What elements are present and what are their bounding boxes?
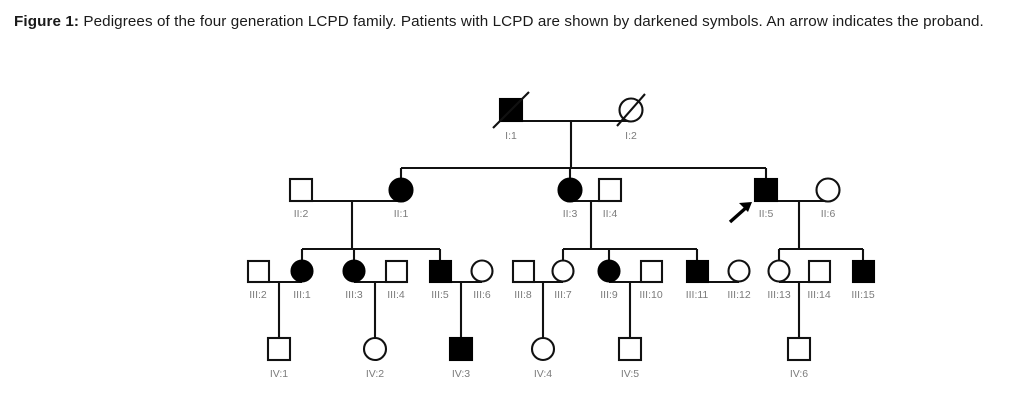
figure-caption-text: Pedigrees of the four generation LCPD fa… [79, 13, 984, 30]
individual-symbol-IV1-male-unaffected[interactable] [266, 336, 292, 362]
individual-symbol-IV6-male-unaffected[interactable] [786, 336, 812, 362]
individual-label-II4: II:4 [603, 208, 618, 220]
individual-label-III4: III:4 [387, 289, 405, 301]
pedigree-connectors [258, 119, 865, 338]
individual-symbol-II3-female-affected[interactable] [557, 177, 583, 203]
individual-symbol-III10-male-unaffected[interactable] [639, 259, 664, 284]
figure-caption: Figure 1: Pedigrees of the four generati… [14, 6, 1024, 37]
individual-label-IV5: IV:5 [621, 368, 639, 380]
individual-label-III10: III:10 [639, 289, 663, 301]
individual-symbol-III12-female-unaffected[interactable] [727, 259, 751, 283]
individual-symbol-III11-male-affected[interactable] [685, 259, 710, 284]
individual-label-II3: II:3 [563, 208, 578, 220]
individual-label-IV3: IV:3 [452, 368, 470, 380]
individual-symbol-IV2-female-unaffected[interactable] [362, 336, 388, 362]
individual-label-III15: III:15 [851, 289, 875, 301]
individual-label-III6: III:6 [473, 289, 491, 301]
individual-symbol-IV4-female-unaffected[interactable] [530, 336, 556, 362]
individual-label-IV4: IV:4 [534, 368, 552, 380]
individual-label-III5: III:5 [431, 289, 449, 301]
individual-label-II2: II:2 [294, 208, 309, 220]
generation-IV-group: IV:1 IV:2 IV:3 IV:4 IV:5 IV:6 [266, 336, 812, 380]
individual-symbol-II1-female-affected[interactable] [388, 177, 414, 203]
individual-label-IV1: IV:1 [270, 368, 288, 380]
generation-II-group: II:2 II:1 II:3 II:4 II:5 II:6 [288, 177, 841, 224]
individual-symbol-II6-female-unaffected[interactable] [815, 177, 841, 203]
individual-symbol-IV5-male-unaffected[interactable] [617, 336, 643, 362]
individual-label-III8: III:8 [514, 289, 532, 301]
individual-label-IV2: IV:2 [366, 368, 384, 380]
individual-symbol-III5-male-affected[interactable] [428, 259, 453, 284]
individual-symbol-III3-female-affected[interactable] [342, 259, 366, 283]
individual-symbol-III6-female-unaffected[interactable] [470, 259, 494, 283]
individual-label-II1: II:1 [394, 208, 409, 220]
individual-symbol-II4-male-unaffected[interactable] [597, 177, 623, 203]
individual-symbol-III9-female-affected[interactable] [597, 259, 621, 283]
individual-label-III2: III:2 [249, 289, 267, 301]
individual-label-III1: III:1 [293, 289, 311, 301]
generation-I-group: I:1 I:2 [492, 91, 646, 142]
individual-label-III14: III:14 [807, 289, 831, 301]
individual-symbol-III15-male-affected[interactable] [851, 259, 876, 284]
individual-symbol-II5-male-affected-proband[interactable] [753, 177, 779, 203]
individual-label-III3: III:3 [345, 289, 363, 301]
deceased-slash-I2 [616, 93, 646, 127]
individual-symbol-III8-male-unaffected[interactable] [511, 259, 536, 284]
individual-label-III9: III:9 [600, 289, 618, 301]
individual-symbol-III2-male-unaffected[interactable] [246, 259, 271, 284]
individual-label-III7: III:7 [554, 289, 572, 301]
individual-label-II5: II:5 [759, 208, 774, 220]
individual-label-II6: II:6 [821, 208, 836, 220]
individual-label-III11: III:11 [686, 289, 709, 301]
individual-label-IV6: IV:6 [790, 368, 808, 380]
individual-symbol-IV3-male-affected[interactable] [448, 336, 474, 362]
individual-symbol-II2-male-unaffected[interactable] [288, 177, 314, 203]
individual-symbol-III4-male-unaffected[interactable] [384, 259, 409, 284]
individual-symbol-III13-female-unaffected[interactable] [767, 259, 791, 283]
individual-label-III12: III:12 [727, 289, 751, 301]
individual-label-I2: I:2 [625, 130, 637, 142]
individual-label-I1: I:1 [505, 130, 517, 142]
proband-arrow-icon [728, 202, 752, 224]
individual-symbol-III14-male-unaffected[interactable] [807, 259, 832, 284]
individual-symbol-III7-female-unaffected[interactable] [551, 259, 575, 283]
generation-III-group: III:2 III:1 III:3 III:4 III:5 III:6 III:… [246, 259, 876, 301]
individual-symbol-III1-female-affected[interactable] [290, 259, 314, 283]
individual-label-III13: III:13 [767, 289, 791, 301]
deceased-slash-I1 [492, 91, 530, 129]
figure-caption-label: Figure 1: [14, 13, 80, 30]
